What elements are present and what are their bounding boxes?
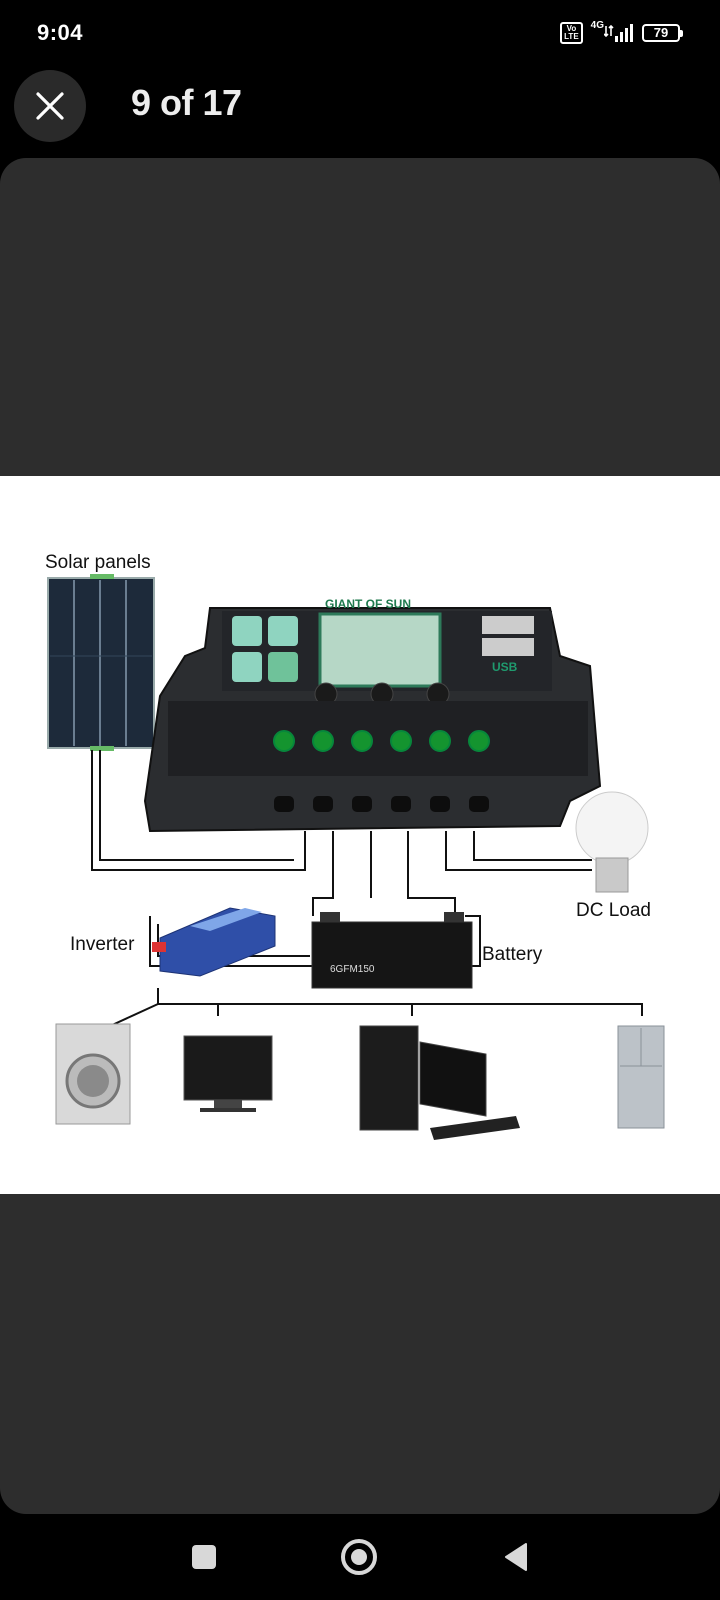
wiring-diagram: GIANT OF SUN USB: [47, 574, 665, 1140]
status-icons: Vo LTE 4G 79: [560, 19, 683, 44]
monitor-icon: [183, 1035, 273, 1112]
battery-level: 79: [653, 25, 669, 40]
page-counter: 9 of 17: [131, 82, 242, 123]
solar-panels-label: Solar panels: [45, 552, 151, 573]
circle-home-icon: [341, 1539, 377, 1575]
close-button[interactable]: [14, 70, 86, 142]
washing-machine-icon: [55, 1023, 131, 1125]
triangle-back-icon: [505, 1543, 527, 1571]
close-icon: [36, 92, 64, 120]
square-icon: [192, 1545, 216, 1569]
volte-bottom-label: LTE: [564, 32, 579, 41]
status-bar: 9:04 Vo LTE 4G 79: [0, 0, 720, 70]
signal-icon: [604, 24, 633, 42]
battery-icon: 79: [642, 24, 683, 42]
volte-top-label: Vo: [566, 24, 577, 33]
controller-icon: GIANT OF SUN USB: [143, 597, 602, 833]
volte-icon: Vo LTE: [560, 22, 583, 44]
home-button[interactable]: [338, 1536, 380, 1578]
dc-load-label: DC Load: [576, 900, 651, 921]
product-image[interactable]: GIANT OF SUN USB: [0, 476, 720, 1194]
navigation-bar: [0, 1514, 720, 1600]
solar-panel-icon: [47, 574, 155, 751]
battery-model-label: 6GFM150: [330, 964, 375, 975]
image-viewer[interactable]: GIANT OF SUN USB: [0, 158, 720, 1514]
usb-label: USB: [492, 660, 518, 674]
refrigerator-icon: [617, 1025, 665, 1129]
network-type-label: 4G: [590, 19, 604, 31]
light-bulb-icon: [575, 791, 649, 893]
desktop-computer-icon: [359, 1025, 520, 1140]
inverter-icon: [152, 907, 276, 977]
battery-label: Battery: [482, 944, 543, 965]
back-button[interactable]: [494, 1536, 536, 1578]
recents-button[interactable]: [183, 1536, 225, 1578]
status-time: 9:04: [37, 20, 84, 45]
battery-icon: 6GFM150: [311, 912, 473, 989]
brand-label: GIANT OF SUN: [325, 597, 411, 611]
wiring-lines: [91, 750, 643, 1027]
inverter-label: Inverter: [70, 934, 135, 955]
